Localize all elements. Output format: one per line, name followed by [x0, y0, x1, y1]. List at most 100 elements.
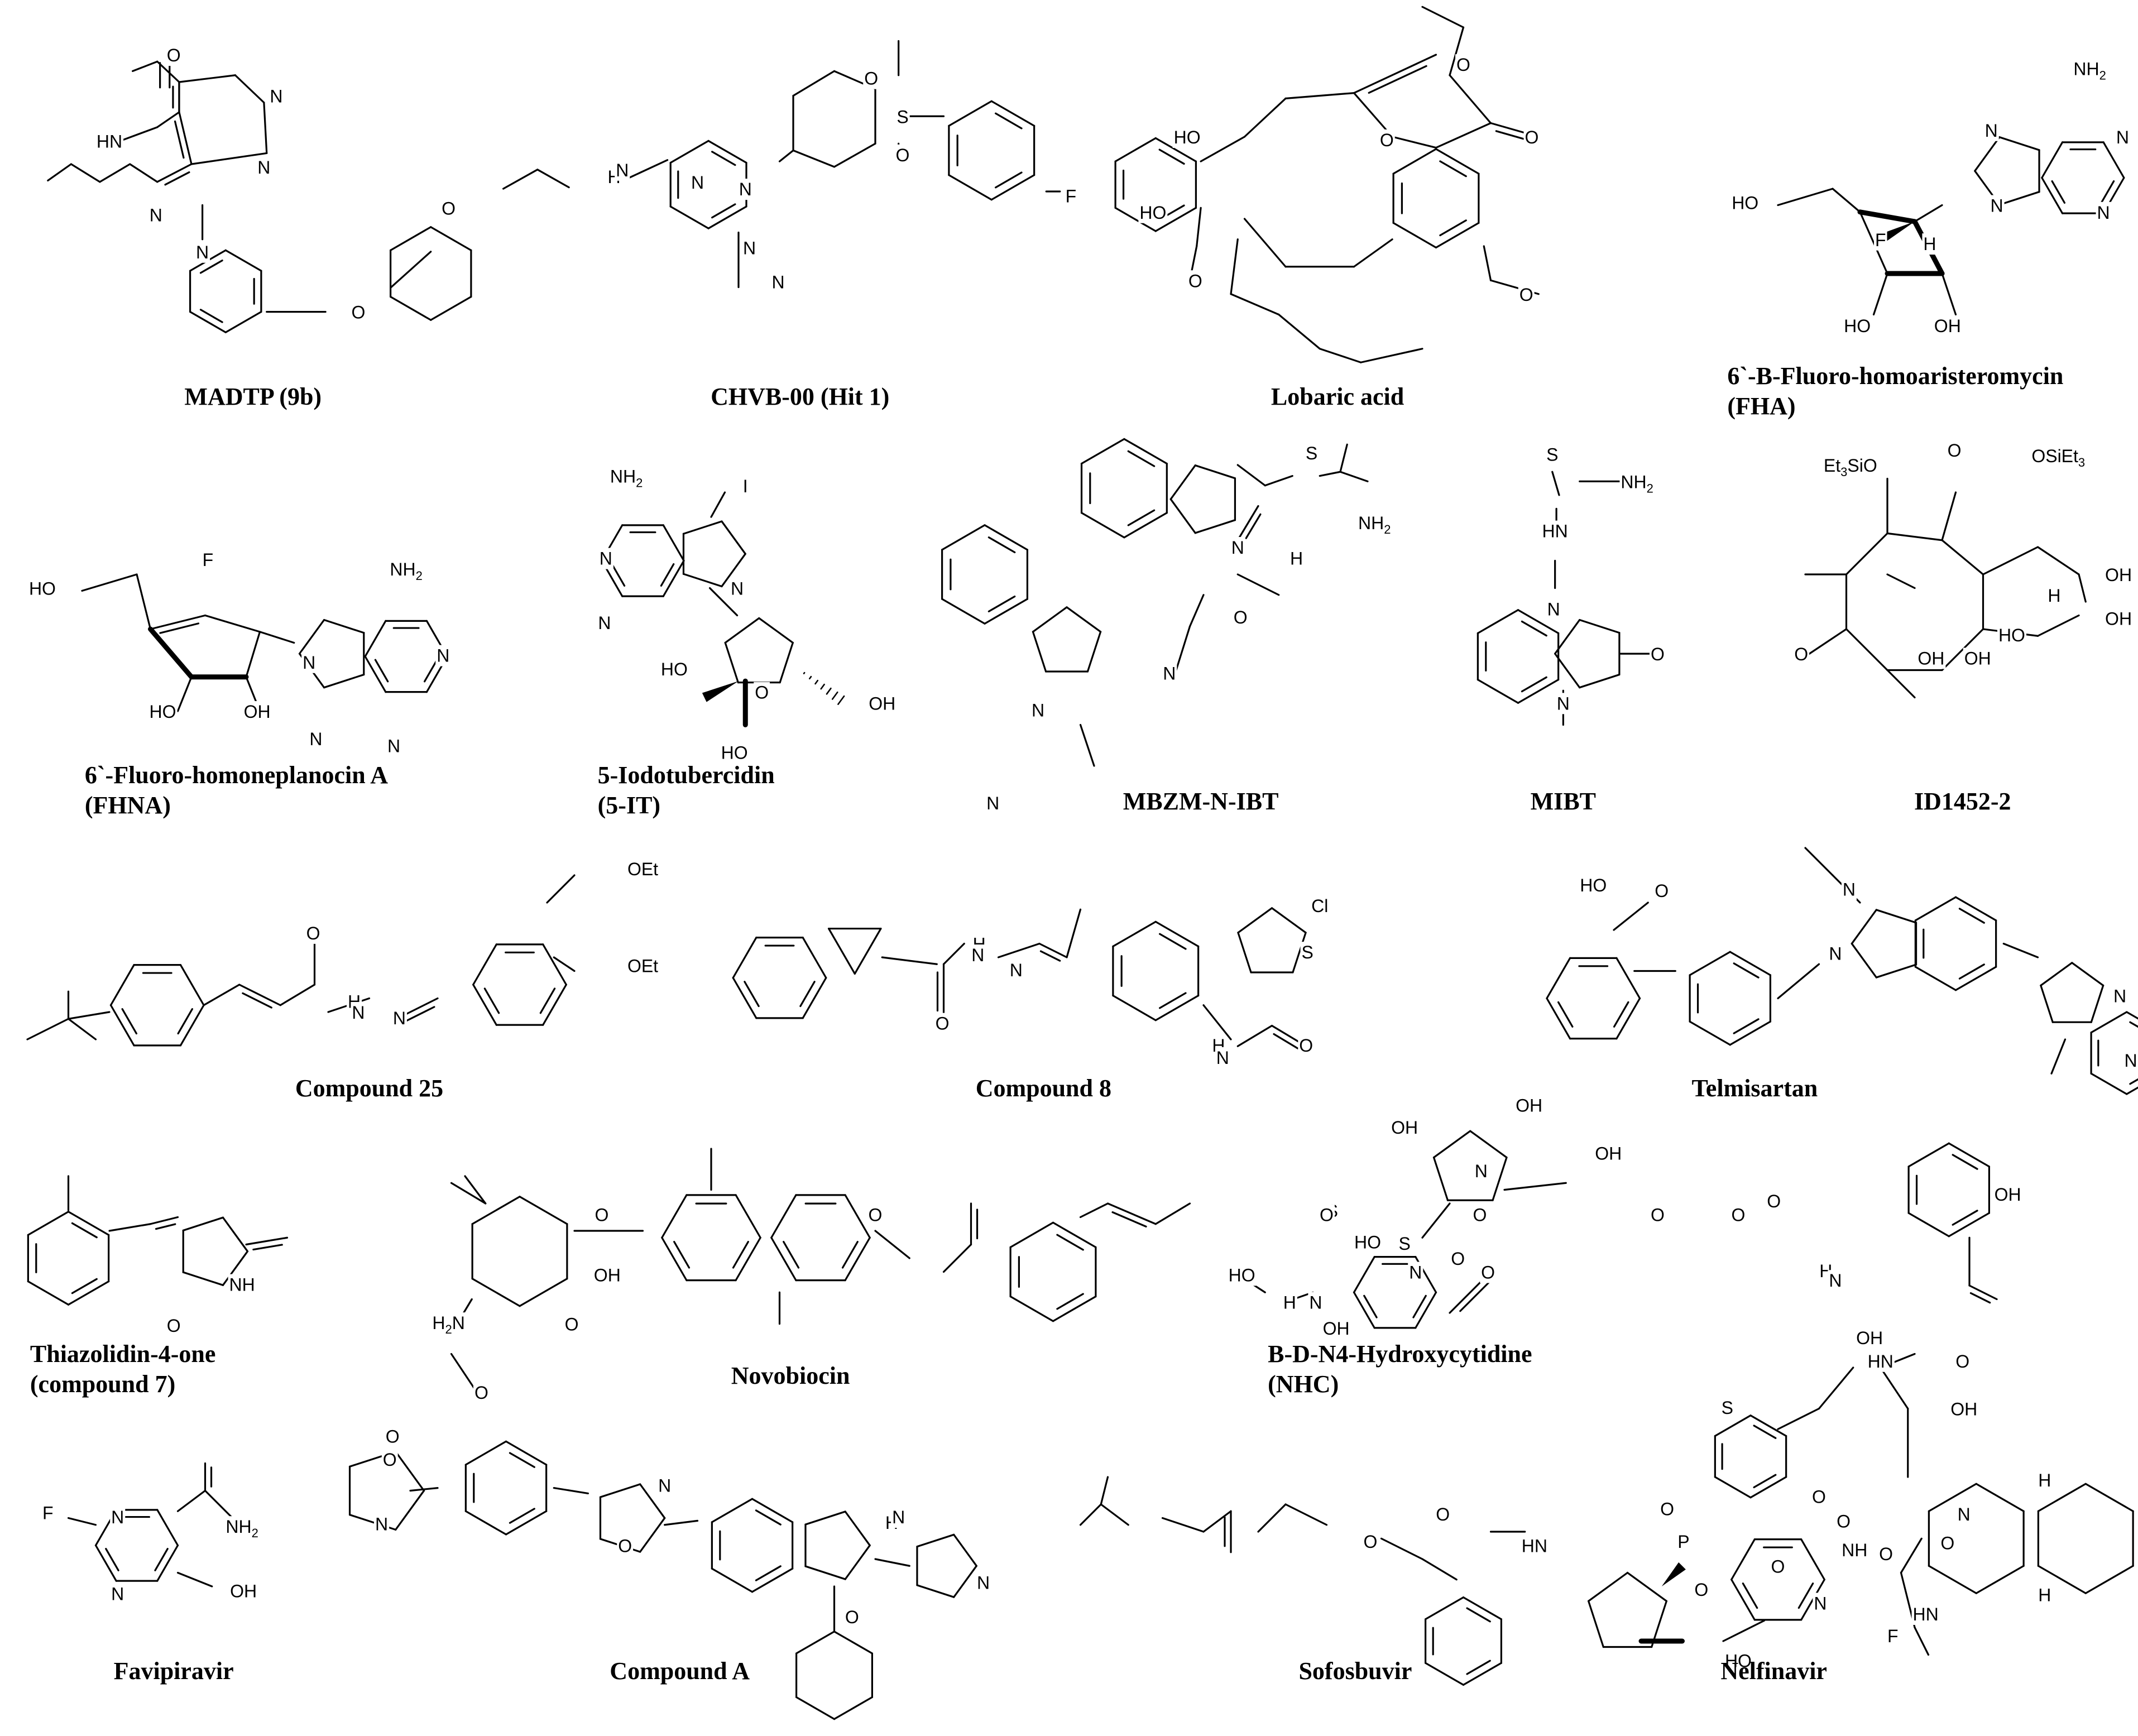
compound-name: Thiazolidin-4-one — [30, 1340, 216, 1368]
atom-label-madtp-0: O — [167, 45, 181, 65]
atom-label-id1452-4: OH — [2105, 565, 2132, 585]
compound-label-sofosbuvir: Sofosbuvir — [1298, 1656, 1412, 1686]
compound-name: Novobiocin — [731, 1361, 850, 1389]
atom-label-fhna-4: N — [387, 736, 400, 756]
compound-label-telmisartan: Telmisartan — [1691, 1073, 1818, 1104]
atom-label-c8-4: Cl — [1311, 896, 1328, 916]
atom-label-sofosbuvir-7: O — [1837, 1511, 1851, 1531]
atom-label-nelfinavir-2: O — [1955, 1351, 1969, 1371]
atom-label-chvb-6: S — [897, 107, 908, 127]
atom-label-madtp-3: N — [257, 157, 270, 178]
atom-label-c25-5: OEt — [627, 956, 658, 976]
atom-label-nhc-9: N — [1409, 1263, 1422, 1283]
atom-label-favipiravir-1: F — [42, 1503, 54, 1523]
atom-label-nhc-7: H — [1283, 1292, 1296, 1312]
compound-name: Telmisartan — [1691, 1075, 1818, 1102]
atom-label-nhc-2: HO — [1354, 1233, 1381, 1253]
atom-label-mbzm-5: O — [1234, 607, 1248, 627]
atom-label-fhna-5: HO — [29, 579, 56, 599]
atom-label-nelfinavir-9: HN — [1912, 1604, 1938, 1624]
atom-label-novobiocin-14: OH — [1856, 1328, 1883, 1348]
compound-name: 5-Iodotubercidin — [597, 761, 775, 789]
compound-name: Sofosbuvir — [1298, 1657, 1412, 1685]
compound-name: Favipiravir — [113, 1657, 234, 1685]
atom-label-id1452-0: Et3SiO — [1824, 455, 1877, 479]
compound-name: MBZM-N-IBT — [1123, 787, 1279, 815]
atom-label-telmisartan-5: N — [2125, 1051, 2137, 1071]
compound-label-fhna: 6`-Fluoro-homoneplanocin A(FHNA) — [85, 760, 388, 821]
atom-label-sofosbuvir-8: HO — [1725, 1651, 1752, 1671]
compound-name: Compound 25 — [295, 1075, 444, 1102]
atom-label-c8-5: S — [1302, 942, 1314, 962]
atom-label-lobaric-5: O — [1525, 127, 1539, 147]
atom-label-novobiocin-0: O — [1651, 1205, 1665, 1225]
atom-label-chvb-5: N — [771, 272, 784, 292]
atom-label-novobiocin-11: N — [1829, 1270, 1842, 1291]
atom-label-iodo-4: N — [731, 579, 744, 599]
atom-label-nhc-6: HO — [1229, 1265, 1255, 1285]
atom-label-sofosbuvir-4: O — [1660, 1499, 1674, 1519]
compound-label-lobaric: Lobaric acid — [1271, 382, 1404, 412]
atom-label-sofosbuvir-10: O — [1812, 1486, 1826, 1507]
atom-label-sofosbuvir-3: P — [1677, 1532, 1689, 1552]
compound-label-iodo: 5-Iodotubercidin (5-IT) — [598, 760, 775, 821]
atom-label-madtp-4: N — [150, 205, 162, 226]
atom-label-c8-8: O — [1299, 1035, 1313, 1056]
atom-label-fha-1: N — [1985, 121, 1998, 141]
atom-label-fhna-1: N — [303, 653, 315, 673]
compound-label-c8: Compound 8 — [976, 1073, 1111, 1104]
compound-name: Compound A — [610, 1657, 750, 1685]
atom-label-telmisartan-4: N — [2113, 986, 2126, 1006]
compound-label-madtp: MADTP (9b) — [184, 382, 322, 412]
compound-label-favipiravir: Favipiravir — [114, 1656, 234, 1686]
atom-label-mibt-5: N — [1557, 693, 1570, 713]
atom-label-id1452-5: O — [1794, 644, 1808, 664]
atom-label-madtp-1: HN — [97, 131, 122, 151]
atom-label-nelfinavir-0: OH — [1995, 1184, 2021, 1205]
compound-name-line2: (5-IT) — [597, 792, 661, 819]
atom-label-mbzm-1: N — [1231, 538, 1244, 558]
atom-label-c25-3: N — [393, 1008, 406, 1028]
atom-label-thiaz-2: O — [167, 1316, 181, 1336]
atom-label-mibt-2: HN — [1542, 521, 1568, 541]
atom-label-id1452-1: O — [1948, 440, 1962, 461]
atom-label-madtp-2: N — [270, 87, 282, 107]
atom-label-nelfinavir-5: H — [2038, 1470, 2051, 1490]
compound-name: Lobaric acid — [1271, 382, 1404, 410]
atom-label-lobaric-4: O — [1188, 271, 1202, 291]
compound-name: CHVB-00 (Hit 1) — [711, 382, 890, 410]
compound-name-line2: (FHA) — [1727, 392, 1796, 420]
atom-label-telmisartan-0: HO — [1580, 875, 1607, 895]
compound-name: ID1452-2 — [1914, 787, 2011, 815]
atom-label-id1452-2: OSiEt3 — [2031, 446, 2085, 469]
atom-label-sofosbuvir-11: NH — [1842, 1540, 1867, 1560]
atom-label-iodo-1: I — [743, 476, 748, 496]
atom-label-id1452-7: OH — [1964, 648, 1991, 668]
atom-label-nhc-1: OH — [1516, 1096, 1542, 1116]
atom-label-nhc-4: OH — [1595, 1143, 1622, 1163]
atom-label-nelfinavir-6: N — [1958, 1504, 1971, 1524]
atom-label-novobiocin-8: O — [1473, 1205, 1487, 1225]
atom-label-sofosbuvir-6: O — [1771, 1556, 1785, 1576]
atom-label-iodo-8: OH — [869, 693, 895, 713]
atom-label-novobiocin-6: O — [474, 1383, 488, 1403]
compound-name-line2: (FHNA) — [84, 792, 171, 819]
atom-label-novobiocin-4: H2N — [432, 1313, 464, 1336]
atom-label-fha-7: H — [1923, 234, 1936, 254]
atom-label-mbzm-4: N — [1163, 663, 1176, 683]
compound-label-chvb: CHVB-00 (Hit 1) — [711, 382, 889, 412]
atom-label-favipiravir-5: OH — [230, 1581, 257, 1601]
atom-label-novobiocin-12: O — [1767, 1191, 1781, 1211]
atom-label-sofosbuvir-1: O — [1363, 1532, 1377, 1552]
atom-label-nhc-5: N — [1475, 1161, 1488, 1181]
atom-label-chvb-2: N — [691, 172, 704, 193]
atom-label-thiaz-3: NH — [229, 1275, 255, 1295]
atom-label-nelfinavir-4: OH — [1950, 1399, 1977, 1420]
atom-label-madtp-7: O — [351, 303, 365, 323]
atom-label-iodo-2: N — [600, 549, 612, 569]
atom-label-mibt-0: S — [1546, 444, 1558, 464]
compound-label-novobiocin: Novobiocin — [731, 1361, 850, 1391]
atom-label-fha-5: HO — [1732, 193, 1758, 213]
atom-label-c8-1: N — [971, 945, 984, 965]
atom-label-novobiocin-5: O — [565, 1315, 579, 1335]
